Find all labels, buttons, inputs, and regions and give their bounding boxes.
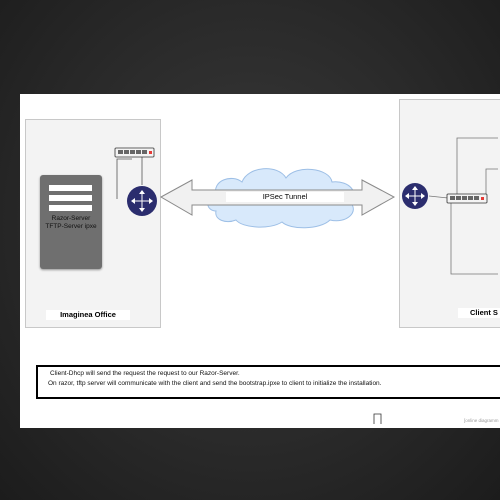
- server-label-line1: Razor-Server: [51, 215, 91, 222]
- client-label: Client S: [458, 308, 500, 318]
- server-switch-link: [116, 158, 132, 199]
- router-icon: [127, 186, 157, 216]
- server-bar: [49, 195, 92, 201]
- router-icon: [402, 183, 428, 209]
- client-panel: Client S: [399, 99, 500, 328]
- server-label-line2: TFTP-Server ipxe: [45, 223, 97, 230]
- office-label: Imaginea Office: [46, 310, 130, 320]
- server-label: Razor-Server TFTP-Server ipxe: [40, 215, 102, 231]
- bracket-icon: [373, 413, 382, 424]
- note-box: Client-Dhcp will send the request the re…: [36, 365, 500, 399]
- client-line-top: [456, 137, 498, 197]
- client-line-mid: [485, 168, 498, 197]
- watermark: [online diagramm: [464, 418, 499, 423]
- diagram-canvas: Razor-Server TFTP-Server ipxe Imaginea O…: [20, 94, 500, 428]
- server-icon: Razor-Server TFTP-Server ipxe: [40, 175, 102, 269]
- switch-icon: [446, 193, 488, 204]
- router-switch-link: [428, 195, 449, 199]
- note-line-2: On razor, tftp server will communicate w…: [48, 380, 382, 387]
- client-line-bottom: [450, 202, 498, 275]
- server-bar: [49, 205, 92, 211]
- note-line-1: Client-Dhcp will send the request the re…: [50, 370, 240, 377]
- tunnel-label: IPSec Tunnel: [226, 192, 344, 202]
- office-connectors: [116, 157, 143, 199]
- switch-icon: [114, 147, 155, 158]
- server-bar: [49, 185, 92, 191]
- client-connectors: [428, 137, 498, 275]
